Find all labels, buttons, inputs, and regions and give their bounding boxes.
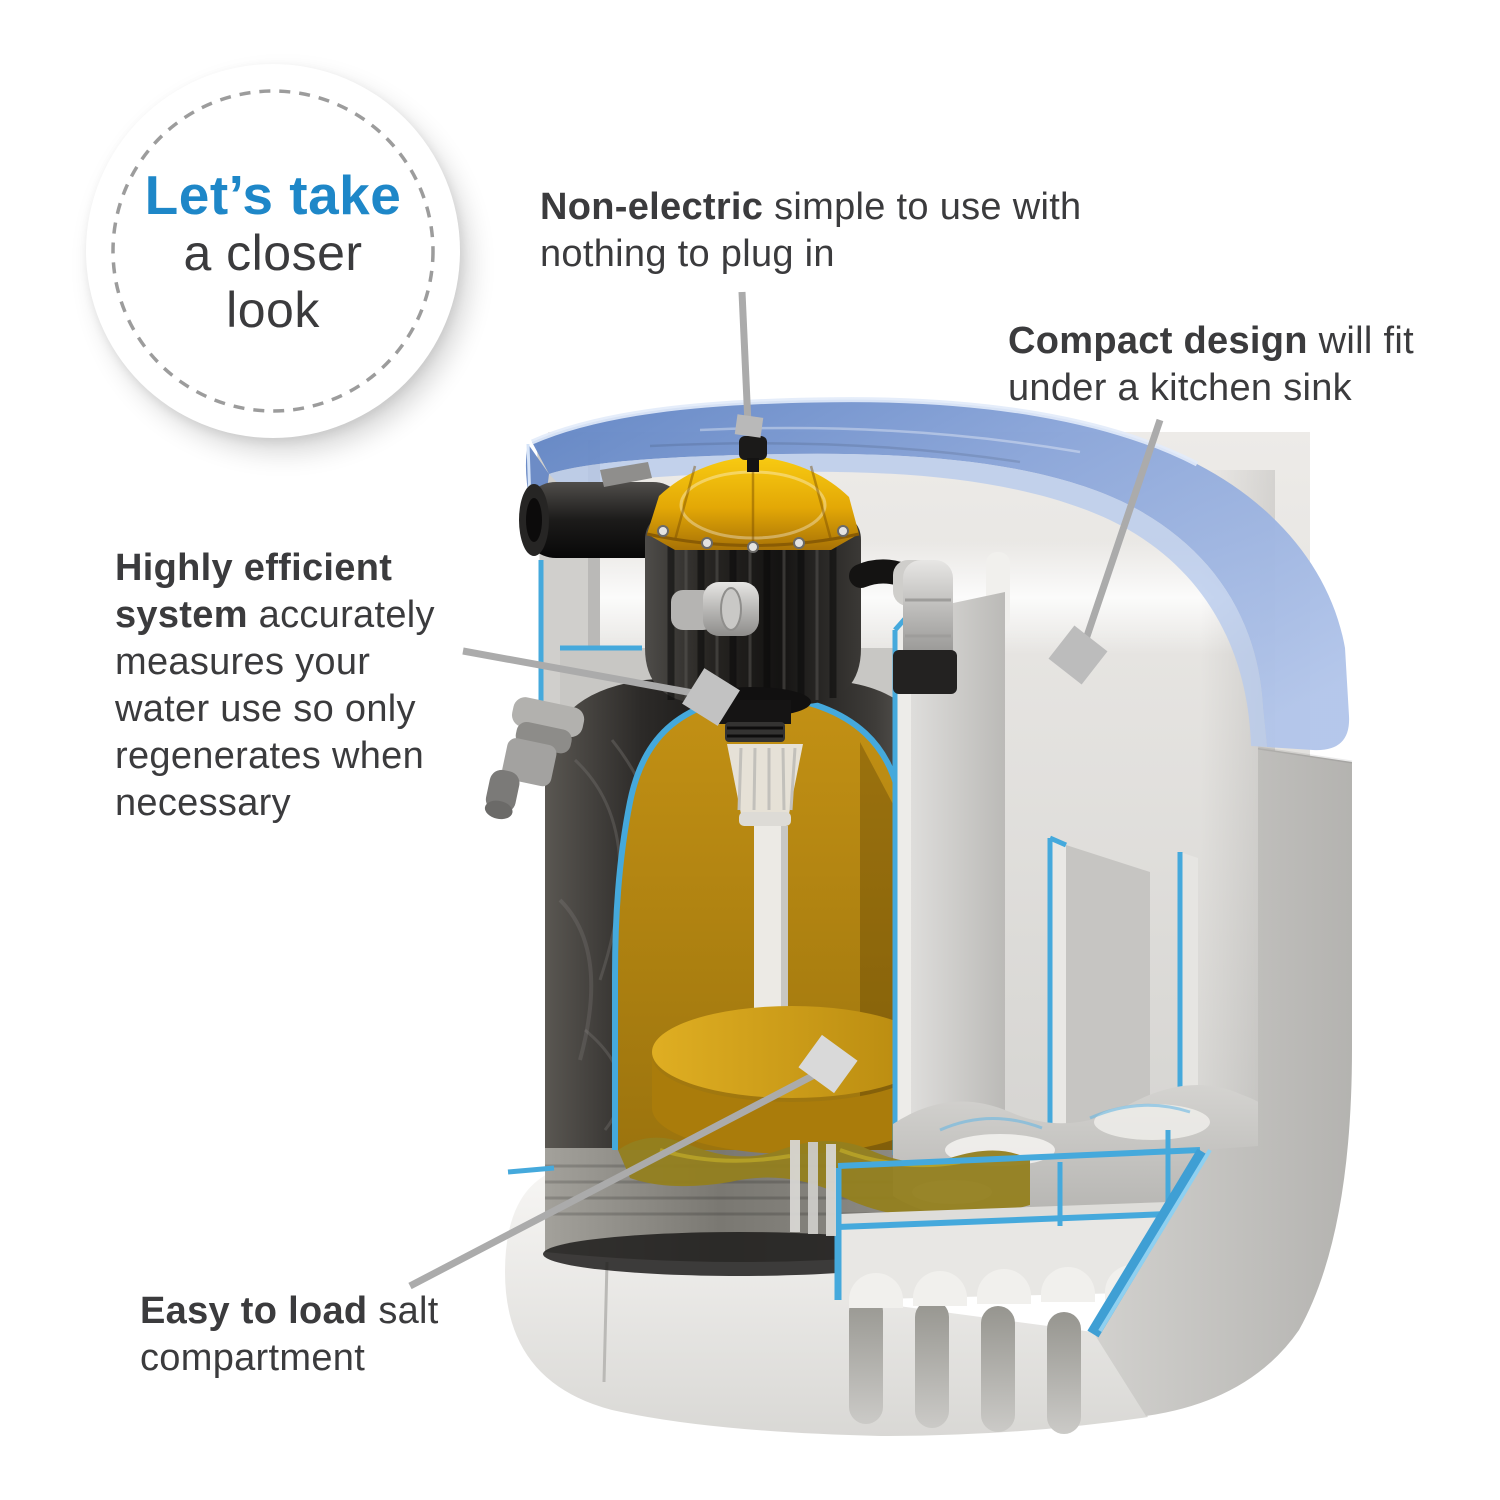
annotation-efficient-system-bold: Highly efficient system [115, 547, 393, 636]
badge-headline: Let’s take [144, 164, 402, 226]
annotation-non-electric-bold: Non-electric [540, 186, 764, 228]
wet-salt [618, 1137, 1030, 1219]
cabinet-right-face [1087, 746, 1353, 1416]
base-slot [849, 1294, 883, 1424]
bypass-valve [484, 697, 585, 820]
annotation-salt-compartment: Easy to load salt compartment [140, 1288, 480, 1382]
leader-endpoints [682, 414, 1108, 1094]
control-valve [484, 436, 957, 826]
annotation-salt-compartment-text: salt compartment [140, 1290, 439, 1379]
cap-knob [739, 436, 767, 460]
salt-disc-side [652, 1056, 932, 1154]
cap-screws [657, 525, 849, 553]
annotation-efficient-system-text: accurately measures your water use so on… [115, 594, 435, 824]
leader-efficient-system [462, 647, 705, 699]
leader-endpoint-square [682, 668, 740, 726]
annotation-non-electric-text: simple to use with nothing to plug in [540, 186, 1082, 275]
base-slot [915, 1300, 949, 1428]
annotation-compact-design-bold: Compact design [1008, 320, 1308, 362]
annotation-compact-design-text: will fit under a kitchen sink [1008, 320, 1414, 409]
base-slot [981, 1306, 1015, 1432]
baffle-plates [892, 592, 1266, 1234]
annotation-salt-compartment-bold: Easy to load [140, 1290, 368, 1332]
leader-endpoint-square [1048, 625, 1108, 685]
pipe-clamp [600, 462, 652, 487]
annotation-efficient-system: Highly efficient system accurately measu… [115, 545, 465, 827]
salt-compartment [612, 690, 932, 1154]
annotation-non-electric: Non-electric simple to use with nothing … [540, 184, 1085, 278]
tray-slats [790, 1140, 836, 1236]
annotation-compact-design: Compact design will fit under a kitchen … [1008, 318, 1488, 412]
leader-salt-compartment [408, 1068, 822, 1290]
salt-disc [652, 1006, 932, 1098]
elbow-bracket [893, 650, 957, 694]
leader-non-electric [738, 291, 752, 425]
base-slot [1047, 1312, 1081, 1434]
badge-subline-1: a closer [183, 225, 363, 281]
leader-compact-design [1079, 418, 1164, 650]
badge-text: Let’s take a closer look [86, 64, 460, 438]
leader-lines [408, 291, 1164, 1290]
badge-dashed-ring [111, 89, 435, 413]
leader-endpoint-square [734, 414, 764, 438]
badge-subline-2: look [226, 282, 320, 338]
valve-amber-cap [647, 456, 859, 550]
dashed-circle-icon [111, 89, 435, 413]
closer-look-badge: Let’s take a closer look [86, 64, 460, 438]
leader-endpoint-square [798, 1034, 858, 1094]
